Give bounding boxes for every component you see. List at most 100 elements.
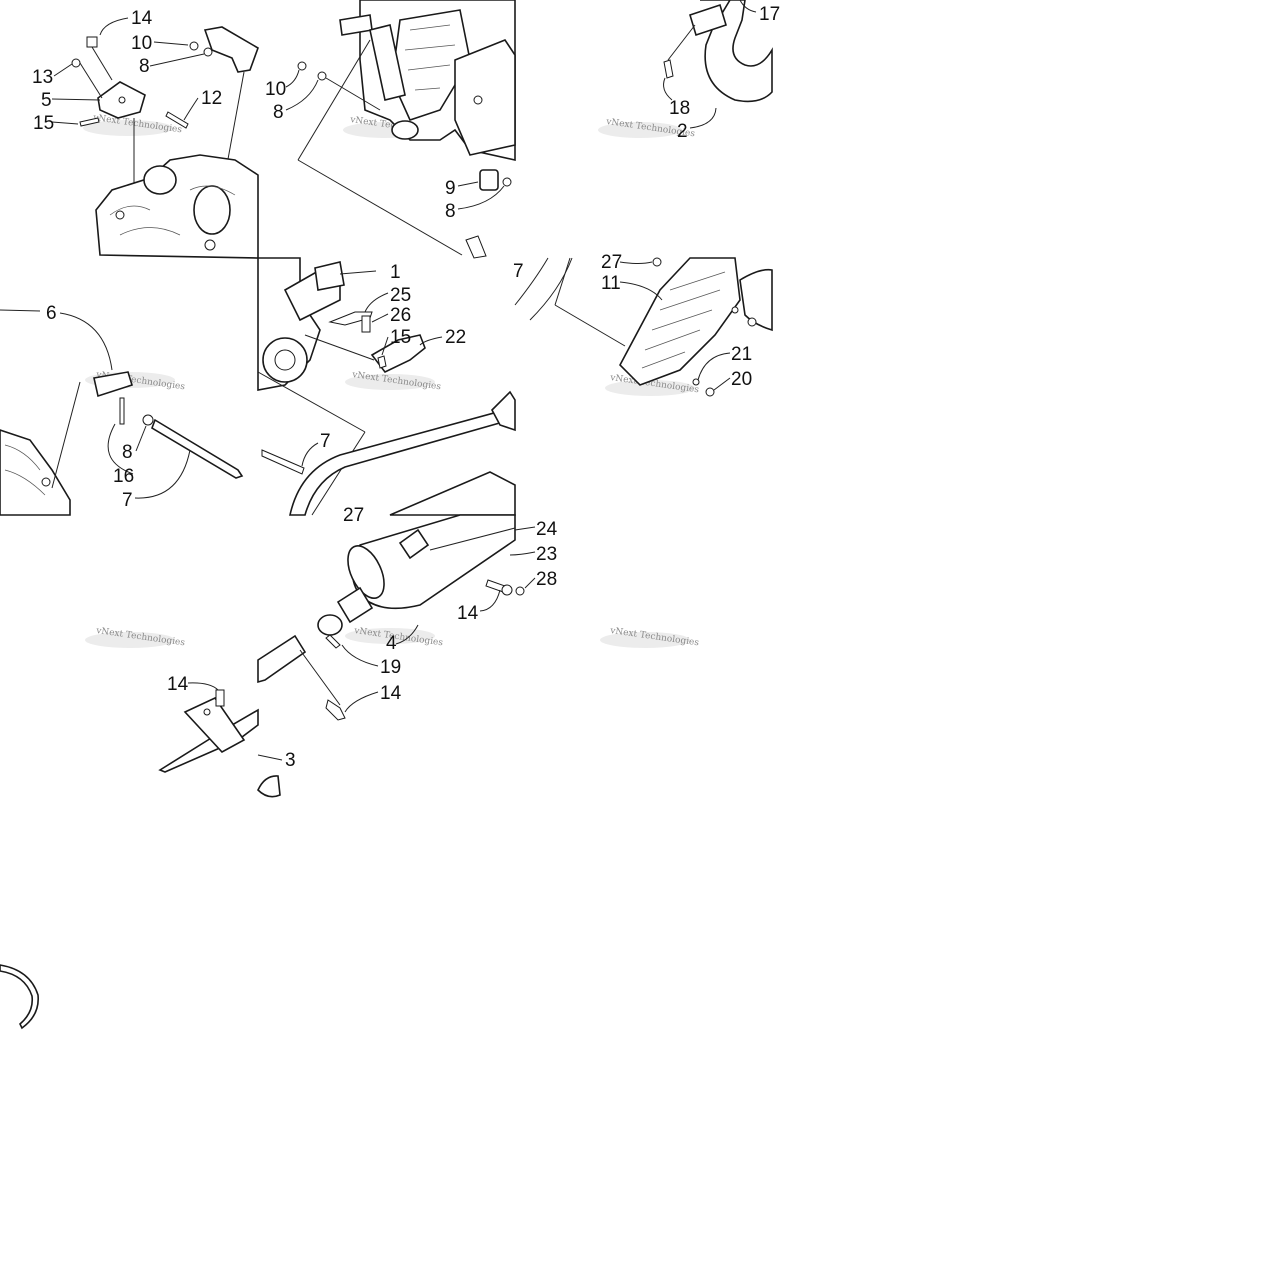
callout-23: 23 xyxy=(536,544,557,565)
clamp-19 xyxy=(317,614,343,636)
callout-14: 14 xyxy=(457,603,479,624)
port-gasket xyxy=(314,261,345,291)
washer-10 xyxy=(189,41,199,51)
callout-8: 8 xyxy=(139,56,150,77)
tile-bottom-left xyxy=(0,964,39,1030)
callout-14: 14 xyxy=(380,683,402,704)
engine-port xyxy=(391,120,419,140)
tile-center: vNext Technologies 1 25 26 15 22 7 27 xyxy=(257,257,516,526)
hanger-bracket xyxy=(183,696,246,754)
callout-8: 8 xyxy=(273,102,284,123)
bracket-plate xyxy=(203,26,259,73)
callout-15: 15 xyxy=(390,327,411,348)
spacer-9 xyxy=(479,169,499,191)
bolt-14 xyxy=(215,689,225,707)
stud-7 xyxy=(151,418,244,479)
muffler-end-cap xyxy=(347,545,385,599)
callout-1: 1 xyxy=(390,262,401,283)
inlet-pipe xyxy=(257,634,307,684)
callout-11: 11 xyxy=(601,273,621,294)
bolt-14-lower xyxy=(325,699,346,721)
engine-side xyxy=(454,39,516,156)
callout-27: 27 xyxy=(343,505,364,526)
callout-10: 10 xyxy=(265,79,286,100)
gasket-ring xyxy=(0,964,39,1030)
bolt-16 xyxy=(119,397,125,425)
engine-cylinder xyxy=(193,185,231,235)
tile-top-left: vNext Technologies xyxy=(32,8,259,259)
screw-20 xyxy=(705,387,715,397)
tile-middle-left: vNext Technologies 6 8 16 7 xyxy=(0,303,244,516)
callout-28: 28 xyxy=(536,569,557,590)
callout-14: 14 xyxy=(131,8,153,29)
watermark-speckle xyxy=(83,120,173,136)
callout-19: 19 xyxy=(380,657,401,678)
callout-4: 4 xyxy=(386,633,397,654)
washer-8 xyxy=(502,177,512,187)
bolt-end xyxy=(465,235,487,259)
clip-25 xyxy=(328,311,373,326)
callout-8: 8 xyxy=(122,442,133,463)
bracket-hole xyxy=(118,96,126,104)
callout-10: 10 xyxy=(131,33,152,54)
callout-17: 17 xyxy=(759,4,780,25)
washer-21 xyxy=(692,378,700,386)
tile-middle-right: vNext Technologies 7 27 11 21 20 xyxy=(513,252,773,397)
washer-14 xyxy=(501,584,513,596)
nut-28 xyxy=(515,586,525,596)
engine-port xyxy=(143,165,177,195)
washer-8 xyxy=(142,414,154,426)
pipe-hanger xyxy=(491,390,516,432)
callout-7: 7 xyxy=(122,490,133,511)
washer-10 xyxy=(297,61,307,71)
washer-27 xyxy=(652,257,662,267)
bolt-26 xyxy=(361,315,371,333)
callout-9: 9 xyxy=(445,178,456,199)
stud-18 xyxy=(663,59,674,79)
bracket-part-6 xyxy=(93,371,133,398)
pipe-piece-3 xyxy=(257,775,281,798)
callout-8: 8 xyxy=(445,201,456,222)
tile-lower-right: vNext Technologies xyxy=(600,626,700,648)
callout-21: 21 xyxy=(731,344,752,365)
callout-16: 16 xyxy=(113,466,134,487)
bolt-12 xyxy=(165,111,189,129)
engine-head xyxy=(95,154,259,259)
bolt-14-head xyxy=(86,36,98,48)
bolt-7 xyxy=(261,449,305,475)
callout-2: 2 xyxy=(677,121,688,142)
tile-top-middle: vNext Technologies 10 8 9 8 xyxy=(265,0,516,259)
callout-5: 5 xyxy=(41,90,52,111)
callout-25: 25 xyxy=(390,285,411,306)
callout-13: 13 xyxy=(32,67,53,88)
tile-lower-middle: vNext Technologies 24 23 28 14 4 19 1 xyxy=(257,514,558,798)
muffler-bracket xyxy=(398,528,430,560)
callout-26: 26 xyxy=(390,305,411,326)
callout-12: 12 xyxy=(201,88,222,109)
callout-22: 22 xyxy=(445,327,466,348)
nut-13 xyxy=(71,58,81,68)
callout-6: 6 xyxy=(46,303,57,324)
tile-top-right: vNext Technologies 18 2 17 xyxy=(598,0,780,142)
washer-8 xyxy=(317,71,327,81)
pipe-flange xyxy=(689,3,727,37)
exhaust-pipe-stub xyxy=(369,24,406,101)
muffler-outlet xyxy=(336,586,374,624)
bolt-15 xyxy=(79,117,100,127)
callout-15: 15 xyxy=(33,113,54,134)
callout-3: 3 xyxy=(285,750,296,771)
bolt-15 xyxy=(377,355,387,369)
engine-case xyxy=(0,429,71,516)
muffler-top xyxy=(389,471,516,516)
callout-14: 14 xyxy=(167,674,189,695)
callout-7: 7 xyxy=(513,261,524,282)
callout-20: 20 xyxy=(731,369,752,390)
callout-27: 27 xyxy=(601,252,622,273)
tile-lower-left: vNext Technologies 14 xyxy=(85,626,259,773)
callout-7: 7 xyxy=(320,431,331,452)
heat-shield-11 xyxy=(619,257,741,386)
washer-8 xyxy=(203,47,213,57)
callout-24: 24 xyxy=(536,519,558,540)
callout-18: 18 xyxy=(669,98,690,119)
